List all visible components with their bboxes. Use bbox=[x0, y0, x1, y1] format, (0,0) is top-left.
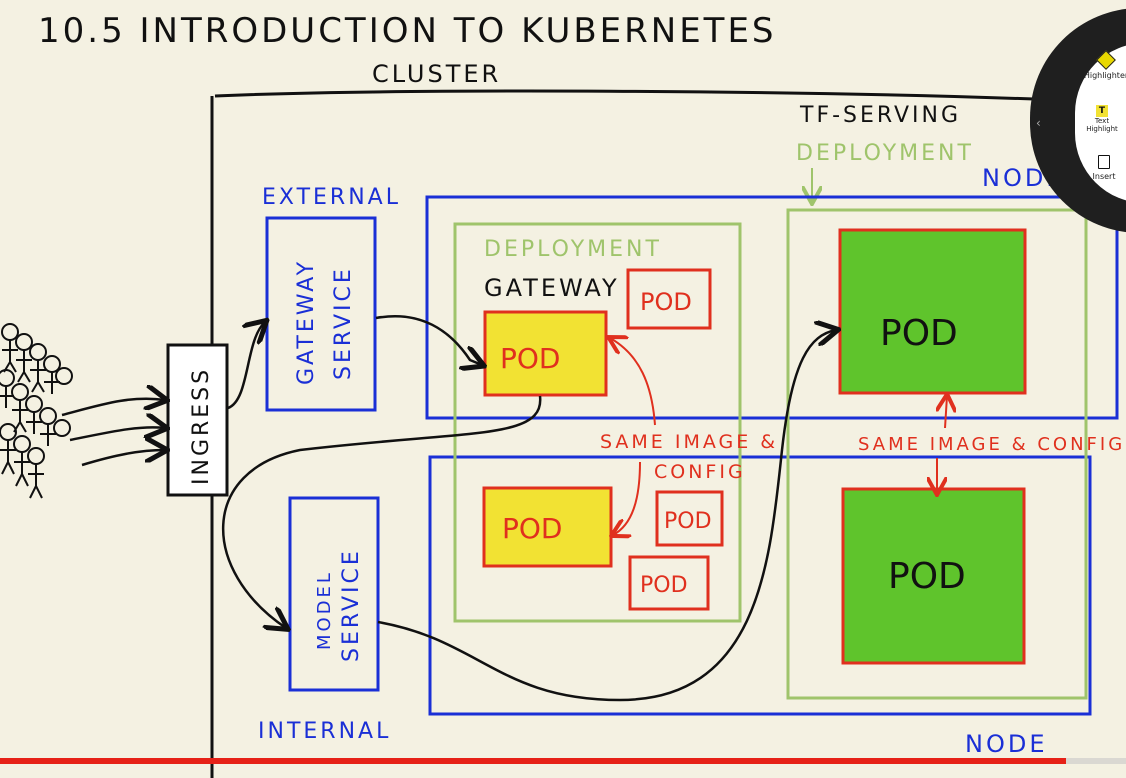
highlighter-tool[interactable]: 20 Highlighter bbox=[1079, 50, 1126, 80]
model-service-line1: MODEL bbox=[314, 570, 335, 650]
text-highlight-icon: T bbox=[1096, 105, 1108, 117]
node-bottom bbox=[428, 455, 1092, 716]
model-service-box bbox=[288, 496, 380, 692]
gateway-service-line2: SERVICE bbox=[331, 266, 356, 380]
gateway-pod-2-label: POD bbox=[502, 512, 562, 545]
node-label-bottom: NODE bbox=[965, 730, 1048, 758]
ingress-box bbox=[166, 343, 229, 497]
page-title: 10.5 INTRODUCTION TO KUBERNETES bbox=[38, 11, 777, 51]
gateway-label: GATEWAY bbox=[484, 274, 620, 302]
tf-pod-1 bbox=[838, 228, 1027, 395]
tf-pod-2 bbox=[841, 487, 1026, 665]
text-highlight-label-1: Text bbox=[1094, 117, 1110, 125]
same-image-config-right: SAME IMAGE & CONFIG bbox=[858, 434, 1125, 455]
request-flow bbox=[61, 315, 836, 702]
highlighter-label: Highlighter bbox=[1083, 71, 1126, 80]
same-image-right-arrow-up bbox=[945, 396, 947, 429]
gateway-pod-1 bbox=[483, 310, 608, 397]
internal-label: INTERNAL bbox=[258, 719, 391, 744]
highlighter-icon bbox=[1096, 50, 1116, 70]
model-service-line2: SERVICE bbox=[339, 548, 364, 662]
tf-deployment-label: DEPLOYMENT bbox=[796, 141, 974, 166]
tf-deployment-box bbox=[786, 208, 1088, 700]
tf-pod-1-label: POD bbox=[880, 313, 958, 354]
same-image-config-left-line2: CONFIG bbox=[654, 461, 746, 483]
insert-tool[interactable]: Insert bbox=[1081, 155, 1126, 181]
gateway-pod-replica-3-label: POD bbox=[640, 573, 688, 598]
same-image-arrow-up bbox=[610, 338, 656, 426]
cluster-label: CLUSTER bbox=[372, 60, 501, 88]
same-image-config-left-line1: SAME IMAGE & bbox=[600, 431, 778, 453]
gateway-deployment-box bbox=[453, 222, 742, 623]
gateway-deployment-label: DEPLOYMENT bbox=[484, 237, 662, 262]
tf-pod-2-label: POD bbox=[888, 556, 966, 597]
video-progress-fill bbox=[0, 758, 1067, 764]
toolbar-panel: 20 Highlighter T Text Highlight Insert bbox=[1075, 43, 1126, 203]
insert-icon bbox=[1098, 155, 1110, 169]
toolbar-collapse-handle[interactable]: ‹ bbox=[1036, 116, 1041, 130]
gateway-pod-replica-1-label: POD bbox=[640, 288, 692, 316]
gateway-pod-replica-3 bbox=[628, 555, 710, 611]
gateway-service-line1: GATEWAY bbox=[294, 259, 319, 385]
text-highlight-label-2: Highlight bbox=[1086, 125, 1118, 133]
gateway-pod-replica-2-label: POD bbox=[664, 509, 712, 534]
insert-label: Insert bbox=[1092, 172, 1116, 181]
tf-serving-label: TF-SERVING bbox=[799, 103, 961, 128]
gateway-pod-2 bbox=[482, 486, 613, 568]
text-highlight-tool[interactable]: T Text Highlight bbox=[1077, 105, 1126, 133]
external-label: EXTERNAL bbox=[262, 185, 401, 210]
gateway-pod-1-label: POD bbox=[500, 342, 560, 375]
gateway-service-box bbox=[265, 216, 377, 412]
gateway-pod-replica-2 bbox=[655, 490, 724, 547]
gateway-pod-replica-1 bbox=[626, 268, 712, 330]
same-image-arrow-down bbox=[613, 461, 641, 535]
node-top bbox=[425, 195, 1119, 420]
users-crowd bbox=[0, 323, 73, 499]
video-progress-track[interactable] bbox=[0, 758, 1126, 764]
ingress-label: INGRESS bbox=[189, 367, 214, 485]
